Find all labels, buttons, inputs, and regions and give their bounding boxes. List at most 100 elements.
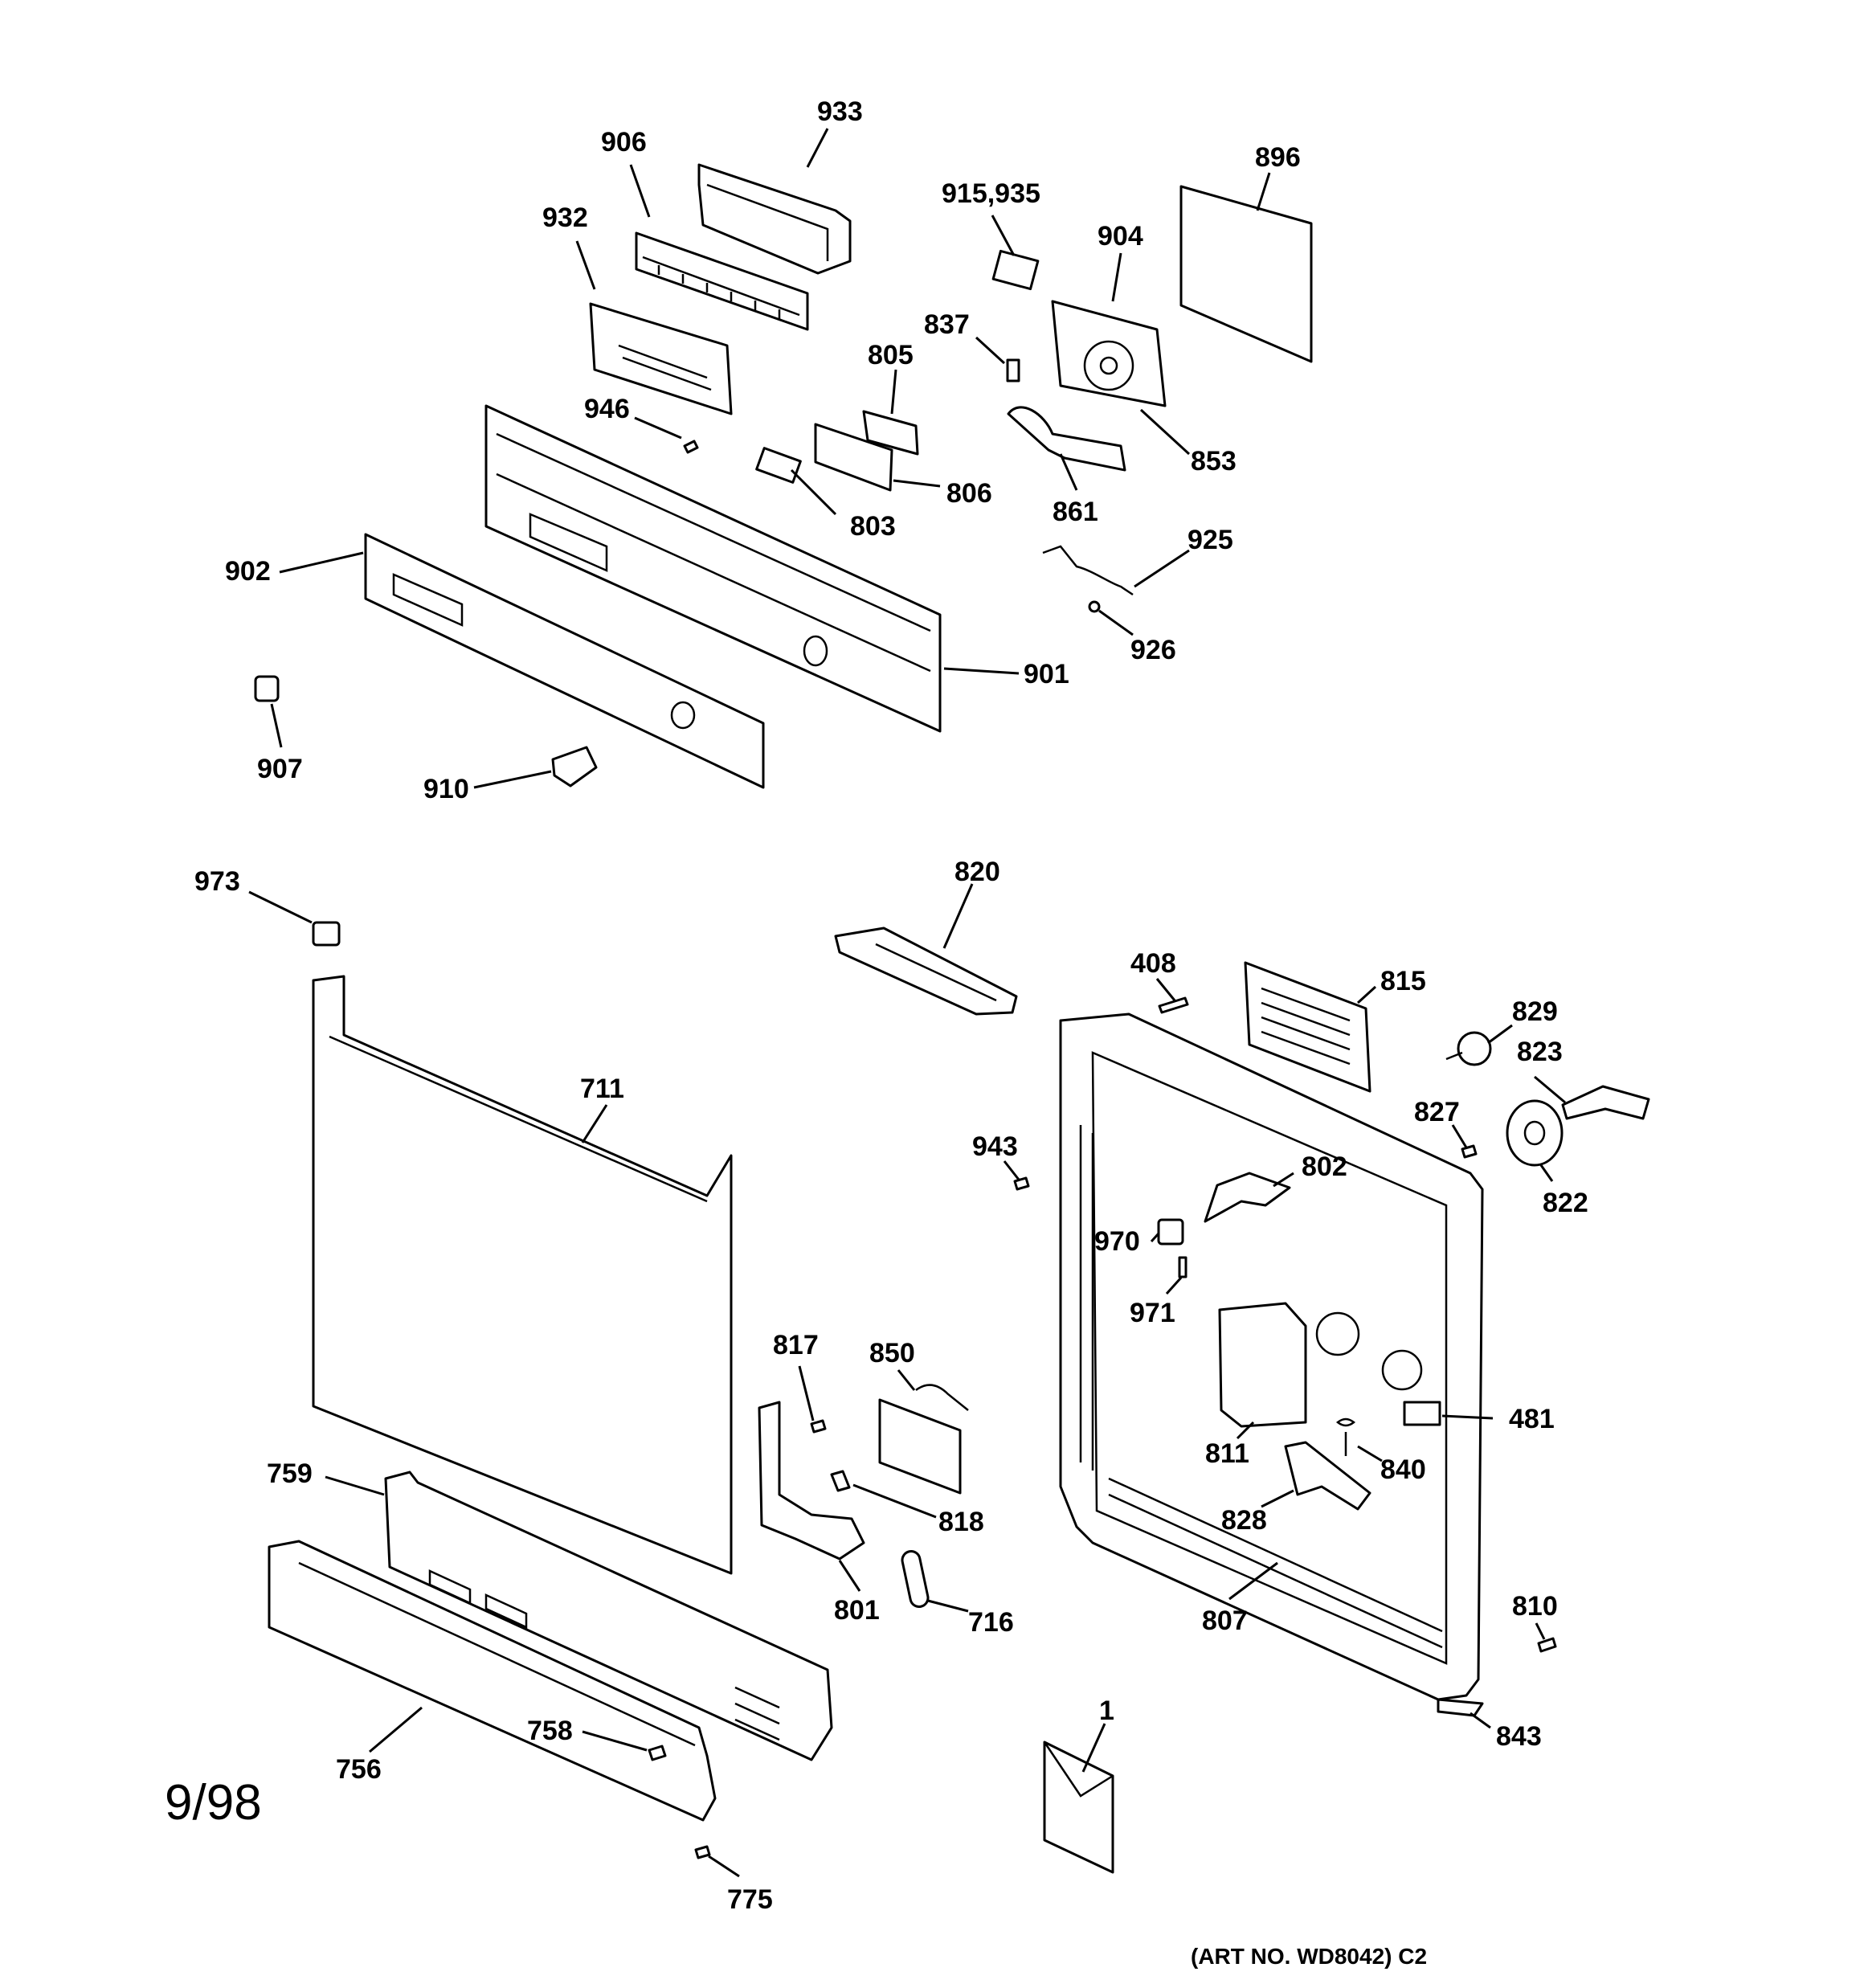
part-775 [694, 1845, 711, 1859]
part-902 [364, 533, 765, 789]
callout-759: 759 [267, 1458, 313, 1489]
part-904 [1051, 300, 1167, 407]
part-408 [1158, 996, 1189, 1014]
part-823 [1561, 1085, 1650, 1120]
part-850 [878, 1384, 969, 1495]
part-806 [814, 423, 893, 492]
callout-481: 481 [1509, 1404, 1555, 1434]
part-815 [1244, 961, 1371, 1093]
part-811 [1218, 1302, 1423, 1428]
callout-926: 926 [1130, 635, 1176, 665]
callout-853: 853 [1191, 446, 1237, 477]
callout-806: 806 [946, 478, 992, 509]
part-817 [810, 1419, 827, 1434]
part-910 [551, 746, 598, 787]
callout-907: 907 [257, 754, 303, 784]
date-code: 9/98 [165, 1775, 262, 1831]
callout-807: 807 [1202, 1606, 1248, 1636]
callout-716: 716 [968, 1607, 1014, 1638]
callout-946: 946 [584, 394, 630, 424]
part-970 [1157, 1218, 1184, 1246]
callout-823: 823 [1517, 1037, 1563, 1067]
callout-815: 815 [1380, 966, 1426, 996]
part-711 [312, 975, 733, 1575]
callout-811: 811 [1205, 1438, 1249, 1469]
part-818 [830, 1470, 851, 1492]
part-805 [862, 410, 919, 456]
part-481 [1403, 1401, 1441, 1426]
callout-810: 810 [1512, 1591, 1558, 1622]
callout-971: 971 [1130, 1298, 1175, 1328]
part-861 [1007, 406, 1126, 472]
part-926 [1088, 600, 1101, 613]
callout-850: 850 [869, 1338, 915, 1368]
callout-756: 756 [336, 1754, 382, 1785]
callout-906: 906 [601, 127, 647, 157]
callout-822: 822 [1543, 1188, 1588, 1218]
part-801 [758, 1401, 865, 1561]
part-946 [683, 440, 699, 454]
part-925 [1042, 545, 1134, 596]
leader-lines [248, 128, 1566, 1878]
callout-896: 896 [1255, 142, 1301, 173]
callout-925: 925 [1187, 525, 1233, 555]
part-759 [384, 1471, 833, 1761]
part-827 [1461, 1144, 1478, 1159]
callout-711: 711 [580, 1074, 624, 1104]
callout-904: 904 [1098, 221, 1143, 252]
part-822 [1506, 1099, 1564, 1167]
callout-828: 828 [1221, 1505, 1267, 1536]
part-933 [697, 163, 852, 275]
callout-758: 758 [527, 1716, 573, 1746]
callout-915-935: 915,935 [942, 178, 1040, 209]
part-915-935 [991, 249, 1040, 291]
part-840 [1335, 1417, 1356, 1456]
callout-802: 802 [1302, 1151, 1347, 1182]
callout-943: 943 [972, 1131, 1018, 1162]
callout-805: 805 [868, 340, 914, 370]
part-716 [901, 1550, 930, 1608]
callout-803: 803 [850, 511, 896, 542]
callout-817: 817 [773, 1330, 819, 1360]
part-971 [1178, 1256, 1187, 1278]
part-906 [635, 231, 809, 331]
callout-818: 818 [938, 1507, 984, 1537]
callout-902: 902 [225, 556, 271, 587]
part-1 [1043, 1741, 1114, 1874]
callout-910: 910 [423, 774, 469, 804]
part-901 [484, 404, 942, 733]
callout-861: 861 [1053, 497, 1098, 527]
callout-837: 837 [924, 309, 970, 340]
callout-827: 827 [1414, 1097, 1460, 1127]
callout-775: 775 [727, 1884, 773, 1915]
callout-932: 932 [542, 202, 588, 233]
callout-1: 1 [1099, 1696, 1114, 1726]
callout-933: 933 [817, 96, 863, 127]
part-756 [268, 1540, 717, 1822]
part-802 [1204, 1172, 1291, 1223]
callout-820: 820 [954, 857, 1000, 887]
part-829 [1445, 1031, 1492, 1066]
callout-829: 829 [1512, 996, 1558, 1027]
callout-970: 970 [1094, 1226, 1140, 1257]
part-837 [1006, 358, 1020, 382]
callout-408: 408 [1130, 948, 1176, 979]
part-820 [834, 927, 1018, 1016]
part-943 [1013, 1176, 1030, 1191]
callout-labels: 933 906 932 915,935 896 904 837 805 946 … [194, 96, 1588, 1915]
part-907 [254, 675, 280, 702]
callout-840: 840 [1380, 1454, 1426, 1485]
part-810 [1537, 1637, 1557, 1653]
callout-973: 973 [194, 866, 240, 897]
part-843 [1437, 1698, 1484, 1717]
part-828 [1284, 1441, 1371, 1511]
part-758 [648, 1745, 667, 1761]
callout-843: 843 [1496, 1721, 1542, 1752]
part-973 [312, 921, 341, 947]
callout-901: 901 [1024, 659, 1069, 689]
part-896 [1179, 185, 1313, 363]
part-803 [755, 447, 802, 484]
callout-801: 801 [834, 1595, 880, 1626]
part-932 [589, 302, 733, 415]
